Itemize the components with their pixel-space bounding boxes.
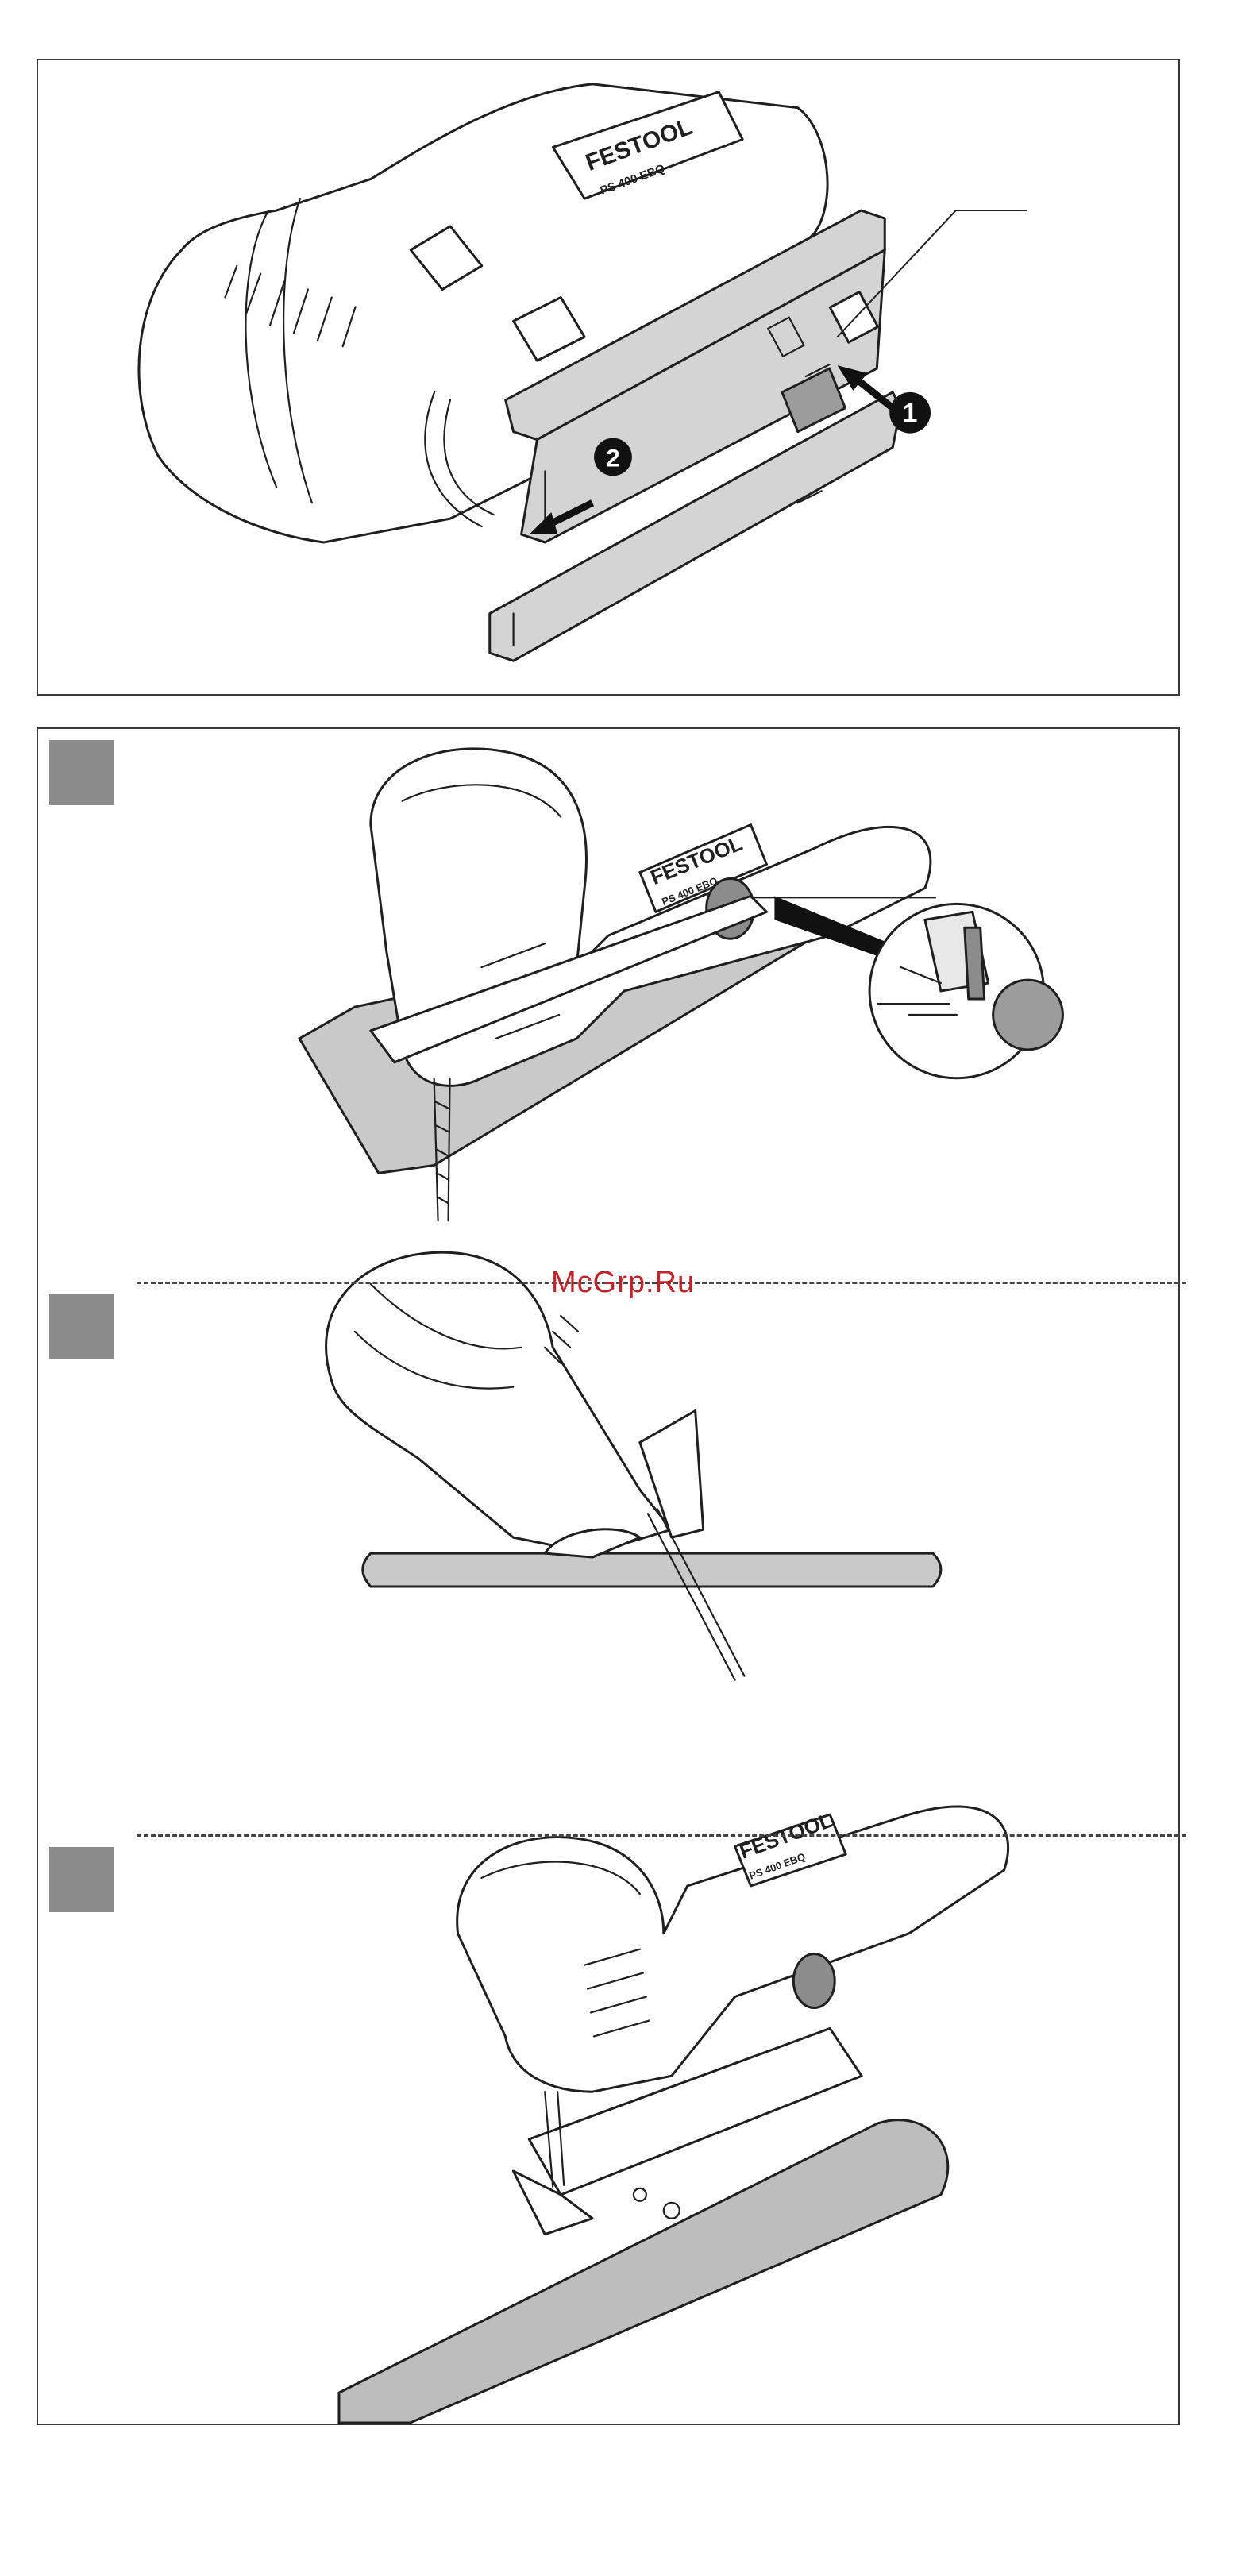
figure-1-frame: FESTOOL PS 400 EBQ — [37, 59, 1180, 696]
step-2-number: 2 — [606, 443, 620, 472]
step-1-badge: 1 — [889, 392, 931, 434]
workpiece-c — [339, 2120, 948, 2423]
step-1-number: 1 — [903, 399, 918, 429]
figure-1-illustration: FESTOOL PS 400 EBQ — [38, 60, 1178, 694]
workpiece-b — [363, 1553, 941, 1587]
step-2-badge: 2 — [594, 438, 632, 476]
panel-b-jigsaw — [326, 1252, 941, 1680]
watermark: McGrp.Ru — [551, 1266, 695, 1300]
detail-circle — [869, 904, 1062, 1078]
figure-2-frame: FESTOOL PS 400 EBQ — [37, 727, 1180, 2425]
panel-c-jigsaw: FESTOOL PS 400 EBQ — [339, 1807, 1008, 2423]
divider-2 — [137, 1834, 1186, 1837]
panel-a-jigsaw: FESTOOL PS 400 EBQ — [299, 749, 931, 1221]
figure-2-illustration: FESTOOL PS 400 EBQ — [38, 729, 1178, 2424]
